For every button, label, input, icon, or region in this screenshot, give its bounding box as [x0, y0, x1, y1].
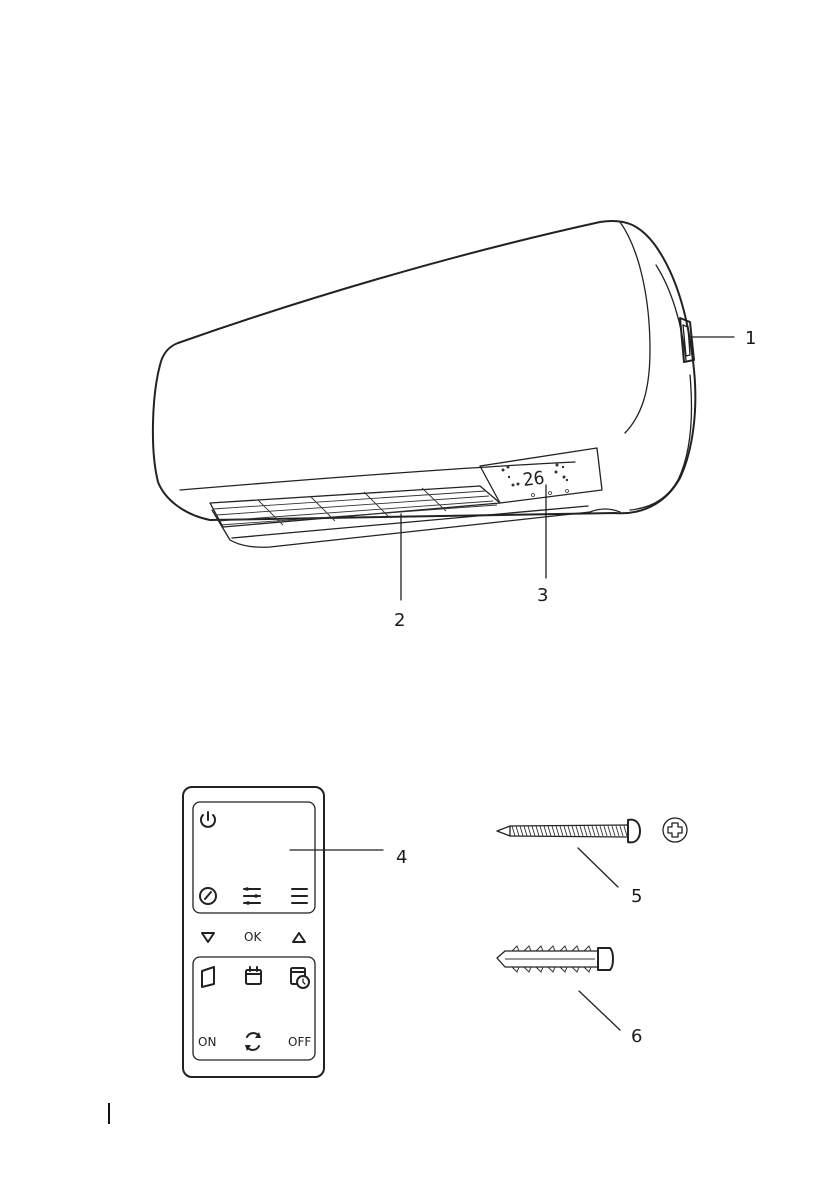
thread-line: [560, 826, 563, 836]
thread-line: [592, 826, 595, 836]
panel-indicator: [517, 483, 520, 486]
thread-line: [548, 826, 551, 836]
thread-line: [564, 826, 567, 836]
heater-bottom-edge: [180, 462, 575, 490]
thread-line: [620, 826, 623, 836]
temperature-display: 26: [522, 468, 546, 491]
callout-line-6: [579, 991, 620, 1030]
off-button[interactable]: OFF: [288, 1035, 311, 1049]
panel-touch-button[interactable]: [566, 490, 569, 493]
panel-indicator: [556, 464, 559, 467]
down-arrow-icon[interactable]: [202, 933, 214, 942]
callout-label-1: 1: [745, 328, 756, 349]
thread-line: [600, 826, 603, 836]
panel-touch-button[interactable]: [549, 492, 552, 495]
panel-indicator: [502, 469, 505, 472]
heater-front-panel-edge: [620, 222, 650, 433]
cycle-icon[interactable]: [245, 1032, 261, 1051]
thread-line: [624, 826, 627, 836]
thread-line: [576, 826, 579, 836]
heater-side-curve: [656, 265, 686, 360]
panel-indicator: [508, 476, 510, 478]
panel-indicator: [563, 476, 566, 479]
thread-line: [520, 826, 523, 836]
remote-control: OK ON OFF 4: [183, 787, 407, 1077]
thread-line: [612, 826, 615, 836]
gauge-icon[interactable]: [200, 888, 216, 904]
panel-indicator: [507, 466, 510, 469]
thread-line: [588, 826, 591, 836]
air-outlet-grille: [210, 486, 500, 527]
screw-tip: [497, 826, 510, 836]
thread-line: [572, 826, 575, 836]
thread-line: [544, 826, 547, 836]
panel-indicator: [555, 471, 558, 474]
callout-label-4: 4: [396, 847, 407, 868]
wall-plug: 6: [497, 946, 642, 1047]
panel-indicator: [566, 479, 568, 481]
calendar-clock-icon[interactable]: [291, 968, 309, 988]
thread-line: [532, 826, 535, 836]
thread-line: [552, 826, 555, 836]
up-arrow-icon[interactable]: [293, 933, 305, 942]
heater-body: [153, 221, 695, 520]
panel-indicator: [562, 466, 564, 468]
ok-button[interactable]: OK: [244, 930, 262, 944]
screw: 5: [497, 818, 687, 907]
callout-label-3: 3: [537, 585, 548, 606]
callout-label-5: 5: [631, 886, 642, 907]
thread-line: [512, 826, 515, 836]
thread-line: [596, 826, 599, 836]
thread-line: [616, 826, 619, 836]
thread-line: [528, 826, 531, 836]
panel-touch-button[interactable]: [532, 494, 535, 497]
thread-line: [568, 826, 571, 836]
thread-line: [580, 826, 583, 836]
on-button[interactable]: ON: [198, 1035, 216, 1049]
screw-head: [628, 820, 640, 843]
screw-thread: [512, 826, 627, 836]
thread-line: [604, 826, 607, 836]
heater-unit: 26 1 2 3: [153, 221, 757, 631]
thread-line: [540, 826, 543, 836]
cross-head-icon: [663, 818, 687, 842]
thread-line: [608, 826, 611, 836]
callout-line-5: [578, 848, 618, 887]
wall-plug-collar: [598, 948, 613, 970]
calendar-icon[interactable]: [246, 967, 261, 984]
callout-label-6: 6: [631, 1026, 642, 1047]
thread-line: [524, 826, 527, 836]
thread-line: [536, 826, 539, 836]
sliders-icon[interactable]: [244, 887, 260, 905]
thread-line: [556, 826, 559, 836]
thread-line: [584, 826, 587, 836]
control-panel[interactable]: 26: [480, 448, 602, 503]
power-icon[interactable]: [201, 812, 215, 827]
panel-indicator: [512, 484, 515, 487]
callout-label-2: 2: [394, 610, 405, 631]
thread-line: [516, 826, 519, 836]
menu-icon[interactable]: [292, 889, 307, 903]
window-icon[interactable]: [202, 967, 214, 987]
heater-side-lower: [630, 375, 692, 510]
